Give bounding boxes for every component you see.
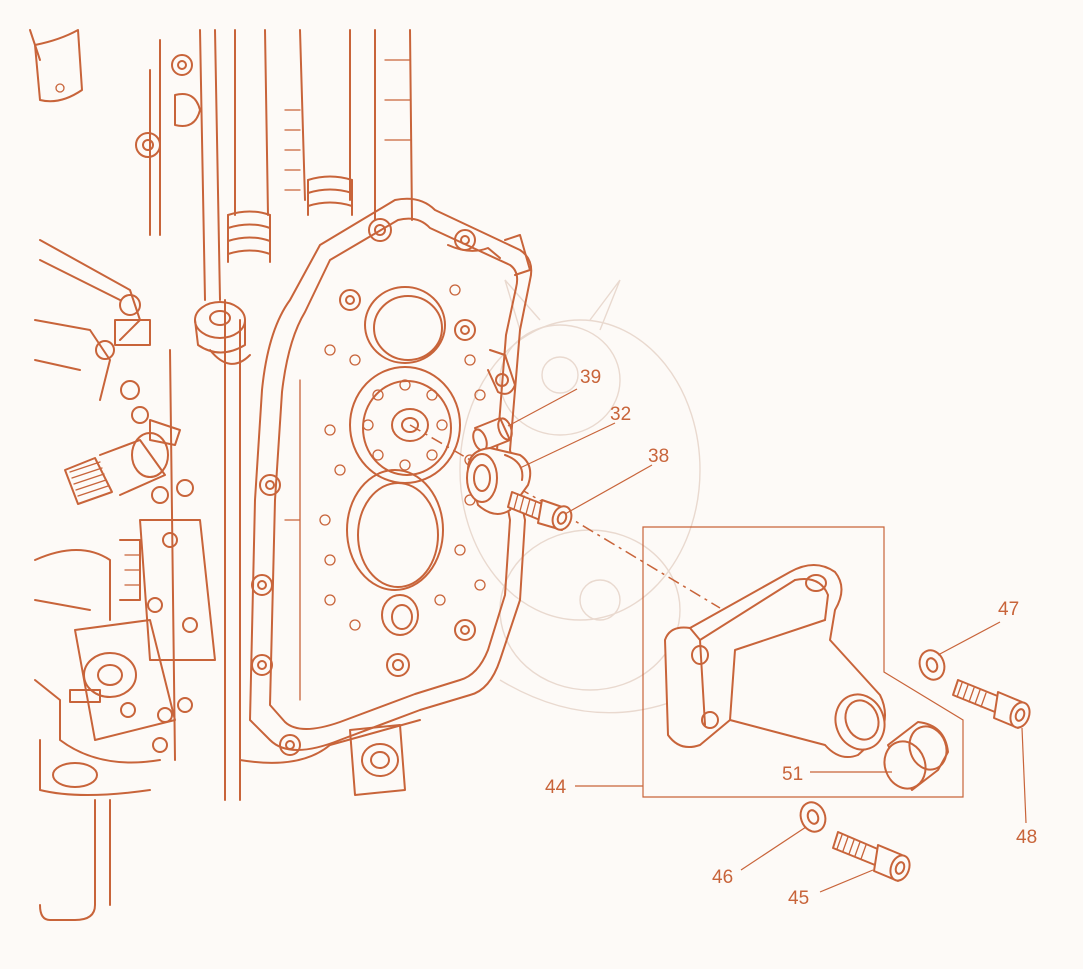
- part-38-cap-screw: [507, 491, 573, 531]
- callout-51: 51: [782, 764, 803, 785]
- drain-plug: [349, 724, 406, 796]
- assembly-center-line: [409, 424, 721, 609]
- part-51-bushing: [883, 721, 949, 791]
- injector-spring-right: [307, 175, 353, 216]
- assembly-44-frame: [642, 526, 964, 798]
- engine-block: [29, 29, 421, 921]
- callout-46: 46: [712, 867, 733, 888]
- part-44-support-bracket: [664, 564, 886, 758]
- part-46-washer: [799, 801, 827, 833]
- callout-39: 39: [580, 367, 601, 388]
- callout-47: 47: [998, 599, 1019, 620]
- fuel-pump-assembly: [52, 519, 216, 788]
- callout-45: 45: [788, 888, 809, 909]
- callout-38: 38: [648, 446, 669, 467]
- callout-44: 44: [545, 777, 567, 798]
- part-39-dowel-pin: [472, 417, 513, 452]
- callout-48: 48: [1016, 827, 1037, 848]
- flange-bolt-ring: [349, 366, 461, 484]
- pressure-sender: [64, 432, 169, 505]
- callout-32: 32: [610, 404, 631, 425]
- injector-spring-left: [227, 210, 271, 263]
- part-45-cap-screw: [832, 831, 911, 882]
- part-48-cap-screw: [952, 679, 1031, 729]
- front-gear-plate: [249, 197, 533, 756]
- leader-lines: [507, 388, 1027, 893]
- part-47-washer: [918, 649, 946, 681]
